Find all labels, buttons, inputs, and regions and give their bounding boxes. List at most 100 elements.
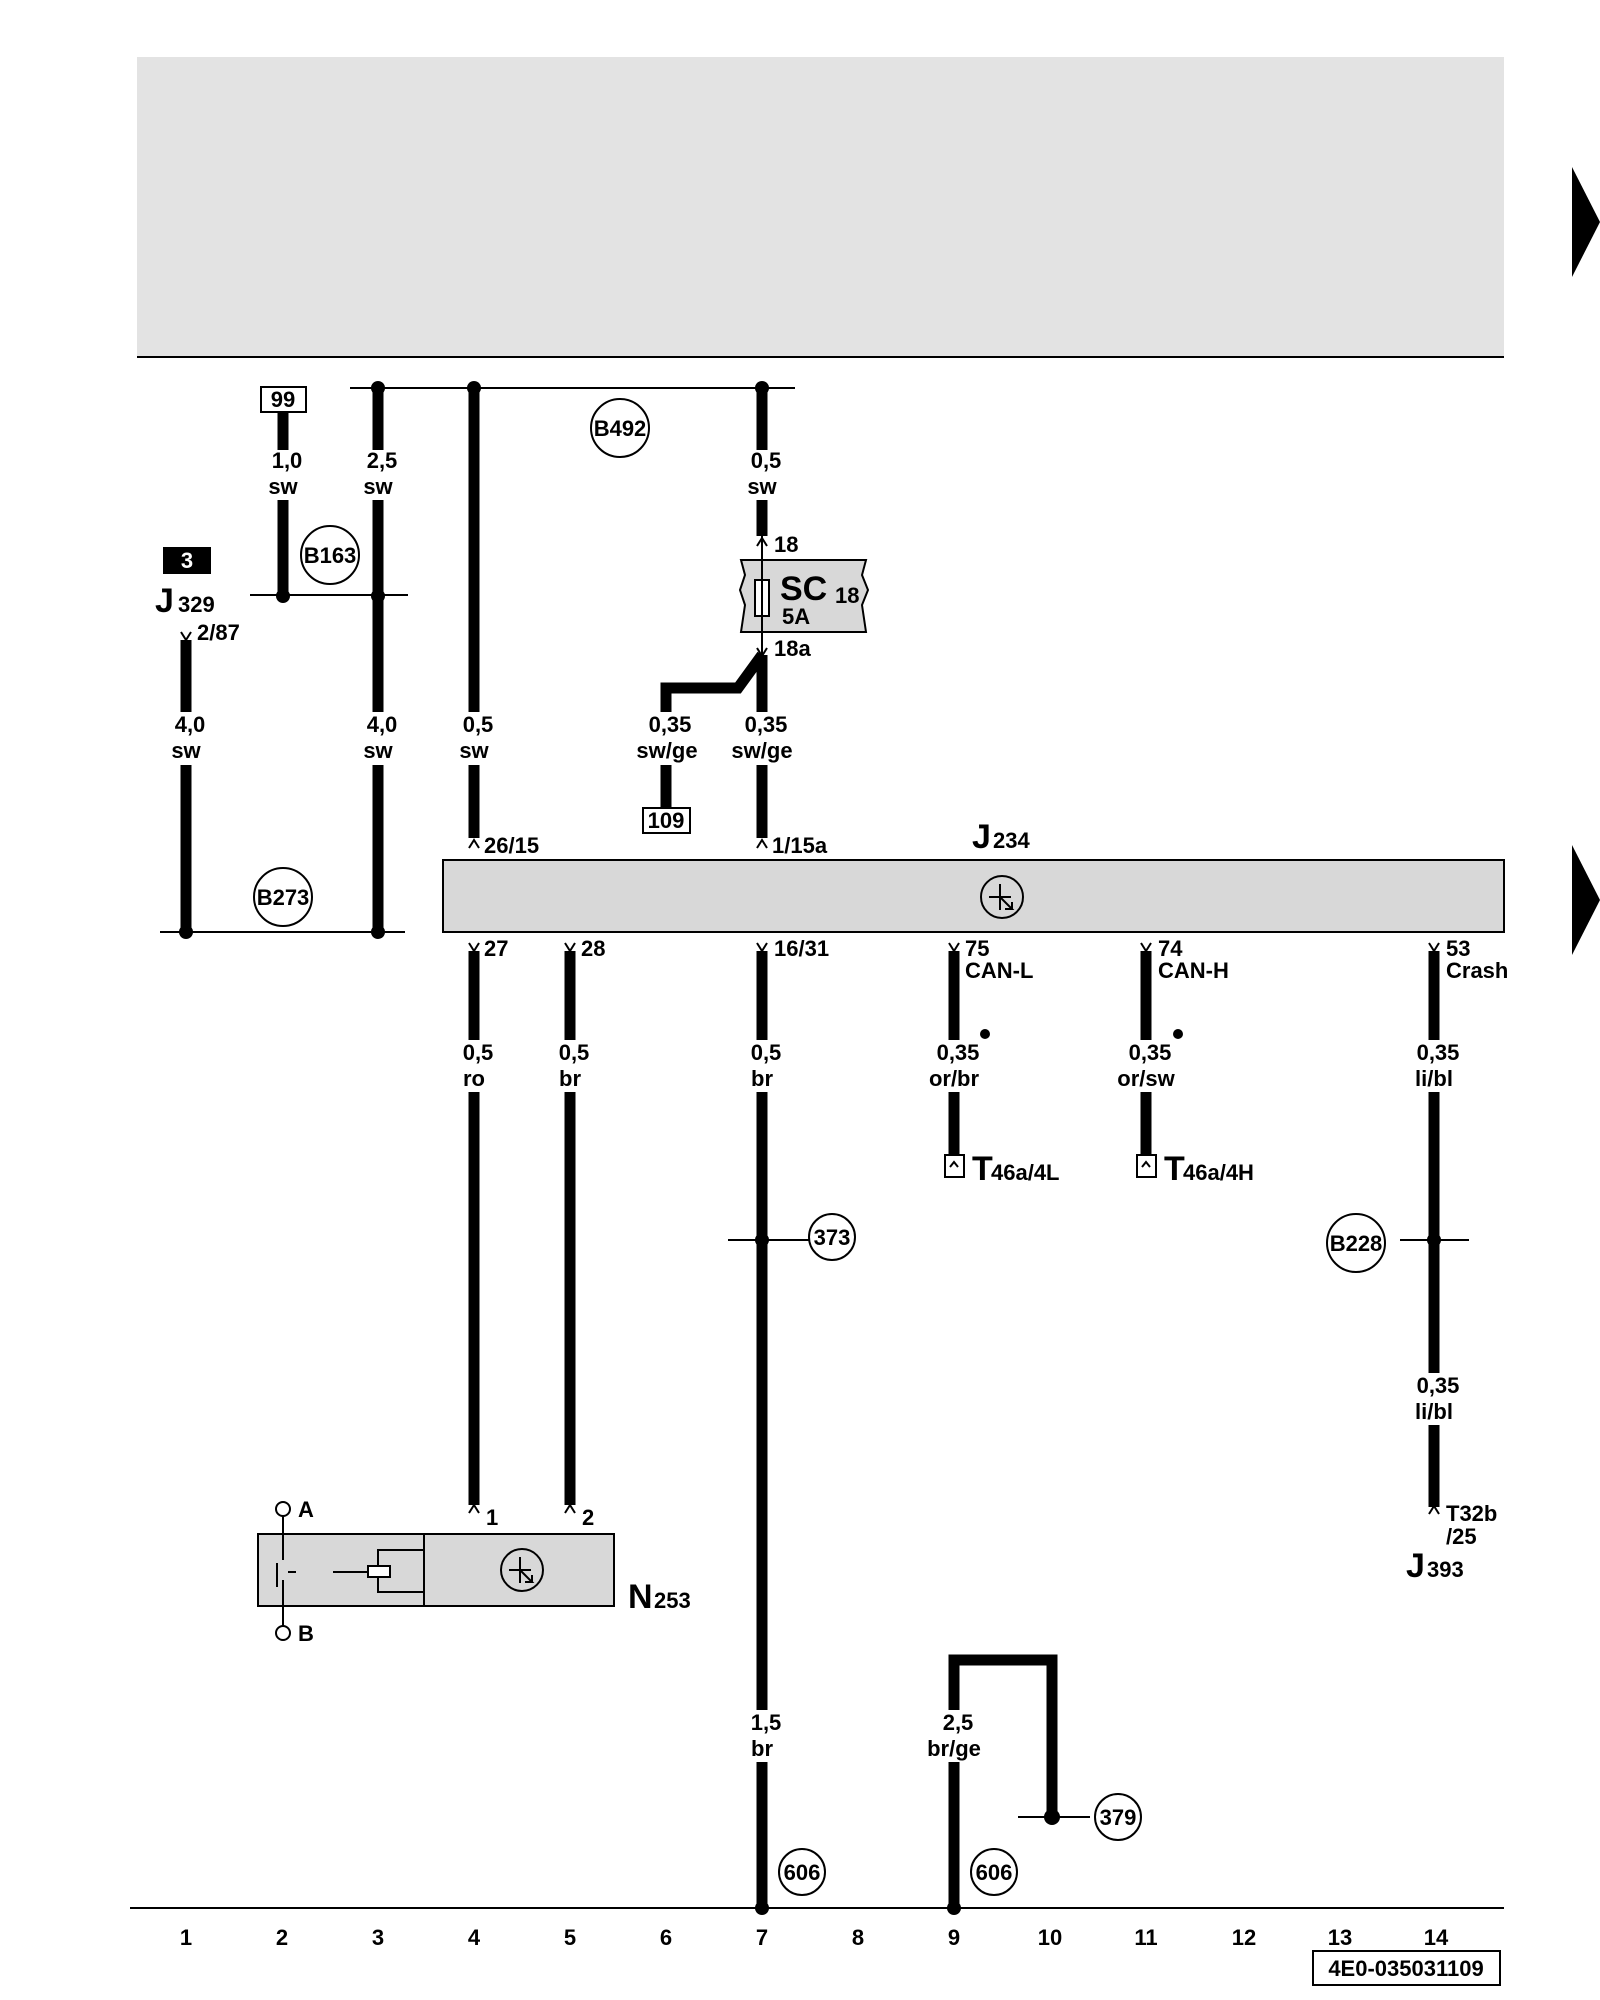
- location-circle-label: B228: [1330, 1231, 1383, 1256]
- fuse-subscript: 18: [835, 583, 859, 608]
- location-circle-label: B492: [594, 416, 647, 441]
- pin-label: 1/15a: [772, 833, 828, 858]
- svg-text:16/31: 16/31: [774, 936, 829, 961]
- svg-text:53: 53: [1446, 936, 1470, 961]
- pin-arrow: [1428, 1504, 1440, 1515]
- wire-color-label: sw: [363, 738, 393, 763]
- relay-coil-icon: [367, 1565, 391, 1578]
- t46a-4l-name: T: [972, 1150, 993, 1188]
- svg-text:Crash: Crash: [1446, 958, 1508, 983]
- scale-number: 9: [948, 1925, 960, 1950]
- n253-pin-2: 2: [582, 1505, 594, 1530]
- pin-53: 53 Crash: [1428, 936, 1508, 983]
- n253-subscript: 253: [654, 1588, 691, 1613]
- wire-size-label: 0,35: [649, 712, 692, 737]
- location-circle-b163: [300, 525, 360, 585]
- fuse-pin-top: 18: [774, 532, 798, 557]
- svg-text:CAN-L: CAN-L: [965, 958, 1033, 983]
- connector-icon: [949, 1160, 959, 1168]
- n253-terminal-a: A: [298, 1497, 314, 1522]
- pin-label: 26/15: [484, 833, 539, 858]
- next-page-arrow-top-icon[interactable]: [1572, 167, 1600, 277]
- n253-module: [257, 1533, 615, 1607]
- wire-color-label: li/bl: [1415, 1399, 1453, 1424]
- twisted-pair-dot: [980, 1029, 990, 1039]
- svg-text:28: 28: [581, 936, 605, 961]
- n253-name: N: [628, 1578, 653, 1616]
- fuse-rating: 5A: [782, 604, 810, 629]
- svg-text:27: 27: [484, 936, 508, 961]
- wire-color-label: sw: [171, 738, 201, 763]
- location-circle-label: 373: [814, 1225, 851, 1250]
- scale-number: 10: [1038, 1925, 1062, 1950]
- drawing-code: 4E0-035031109: [1328, 1956, 1483, 1981]
- ref-99-box: [260, 386, 307, 413]
- next-page-arrow-mid-icon[interactable]: [1572, 845, 1600, 955]
- svg-text:74: 74: [1158, 936, 1183, 961]
- ref-99-label: 99: [271, 387, 295, 412]
- j393-pin2: /25: [1446, 1524, 1477, 1549]
- wire-swge-branch: [660, 651, 767, 712]
- fuse-pin-bottom: 18a: [774, 636, 811, 661]
- pin-arrow: [180, 631, 192, 642]
- switch-contact-icon: [276, 1550, 370, 1590]
- wire-size-label: 0,5: [559, 1040, 590, 1065]
- pin-arrow: [756, 536, 768, 547]
- pin-arrow: [564, 1503, 576, 1514]
- junction-dot: [276, 589, 290, 603]
- t46a-4l-subscript: 46a/4L: [991, 1160, 1060, 1185]
- junction-dot: [371, 589, 385, 603]
- scale-number: 5: [564, 1925, 576, 1950]
- connector-icon: [1136, 1154, 1157, 1178]
- pin-arrow: [468, 1503, 480, 1514]
- scale-number: 6: [660, 1925, 672, 1950]
- pin-arrow: [468, 838, 480, 849]
- j234-subscript: 234: [993, 828, 1030, 853]
- wire-color-label: br: [751, 1736, 773, 1761]
- j329-pin: 2/87: [197, 620, 240, 645]
- wire-size-label: 0,35: [1417, 1040, 1460, 1065]
- scale-number: 11: [1134, 1925, 1157, 1950]
- junction-dot: [1044, 1809, 1060, 1825]
- wire-size-label: 0,5: [463, 1040, 494, 1065]
- pin-75: 75 CAN-L: [948, 936, 1033, 983]
- location-circle-606: [778, 1848, 826, 1896]
- pin-27: 27: [468, 936, 508, 961]
- n253-terminal-b: B: [298, 1621, 314, 1646]
- fuse-name: SC: [780, 570, 827, 608]
- scale-number: 7: [756, 1925, 768, 1950]
- wire-color-label: sw: [747, 474, 777, 499]
- junction-dot: [179, 925, 193, 939]
- location-circle-606: [970, 1848, 1018, 1896]
- wire-size-label: 4,0: [175, 712, 206, 737]
- location-circle-label: B163: [304, 543, 357, 568]
- header-area: [137, 57, 1504, 357]
- wire-color-label: ro: [463, 1066, 485, 1091]
- j329-badge: [163, 547, 211, 574]
- wire-color-label: sw: [268, 474, 298, 499]
- ref-109-label: 109: [648, 808, 685, 833]
- pin-28: 28: [564, 936, 605, 961]
- wire-color-label: sw/ge: [636, 738, 697, 763]
- n253-pin-1: 1: [486, 1505, 498, 1530]
- wire-size-label: 2,5: [367, 448, 398, 473]
- wire-size-label: 2,5: [943, 1710, 974, 1735]
- scale-number: 2: [276, 1925, 288, 1950]
- scale-number: 4: [468, 1925, 481, 1950]
- fuse-box-sc18: [738, 559, 870, 633]
- scale-number: 1: [180, 1925, 192, 1950]
- scale-number: 8: [852, 1925, 864, 1950]
- terminal-b-icon: [275, 1625, 291, 1641]
- svg-text:75: 75: [965, 936, 989, 961]
- j393-pin: T32b: [1446, 1501, 1497, 1526]
- terminal-a-icon: [275, 1501, 291, 1517]
- svg-text:CAN-H: CAN-H: [1158, 958, 1229, 983]
- junction-dot: [755, 1901, 769, 1915]
- drawing-code-box: [1312, 1950, 1501, 1986]
- location-circle-label: 606: [784, 1860, 821, 1885]
- j329-subscript: 329: [178, 592, 215, 617]
- wire-color-label: sw/ge: [731, 738, 792, 763]
- j329-name: J: [155, 582, 174, 620]
- j234-module: [442, 859, 1505, 933]
- wire-size-label: 0,5: [463, 712, 494, 737]
